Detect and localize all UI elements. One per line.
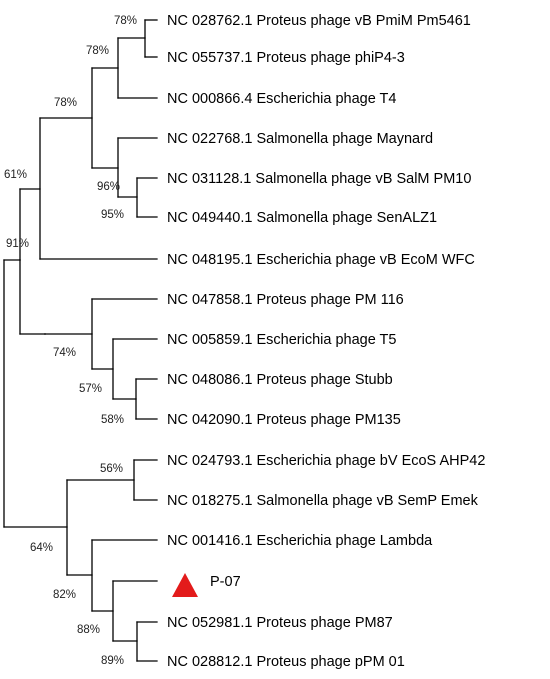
support-value: 56% xyxy=(100,463,123,475)
leaf-label-13: NC 018275.1 Salmonella phage vB SemP Eme… xyxy=(167,493,479,509)
leaf-label-11: NC 042090.1 Proteus phage PM135 xyxy=(167,412,401,428)
support-value: 88% xyxy=(77,624,100,636)
support-value: 91% xyxy=(6,238,29,250)
leaf-label-4: NC 022768.1 Salmonella phage Maynard xyxy=(167,131,433,147)
leaf-label-1: NC 028762.1 Proteus phage vB PmiM Pm5461 xyxy=(167,13,471,29)
leaf-label-10: NC 048086.1 Proteus phage Stubb xyxy=(167,372,393,388)
leaf-label-14: NC 001416.1 Escherichia phage Lambda xyxy=(167,533,433,549)
leaf-label-16: NC 052981.1 Proteus phage PM87 xyxy=(167,615,393,631)
support-value: 78% xyxy=(54,97,77,109)
leaf-label-5: NC 031128.1 Salmonella phage vB SalM PM1… xyxy=(167,171,471,187)
support-value: 64% xyxy=(30,542,53,554)
leaf-label-3: NC 000866.4 Escherichia phage T4 xyxy=(167,91,396,107)
leaf-label-7: NC 048195.1 Escherichia phage vB EcoM WF… xyxy=(167,252,475,268)
support-value: 89% xyxy=(101,655,124,667)
leaf-label-6: NC 049440.1 Salmonella phage SenALZ1 xyxy=(167,210,437,226)
leaf-label-17: NC 028812.1 Proteus phage pPM 01 xyxy=(167,654,405,670)
support-value: 57% xyxy=(79,383,102,395)
triangle-marker-icon xyxy=(172,573,198,597)
support-value: 78% xyxy=(114,15,137,27)
support-value: 82% xyxy=(53,589,76,601)
support-value: 95% xyxy=(101,209,124,221)
leaf-label-12: NC 024793.1 Escherichia phage bV EcoS AH… xyxy=(167,453,485,469)
leaf-label-2: NC 055737.1 Proteus phage phiP4-3 xyxy=(167,50,405,66)
leaf-label-8: NC 047858.1 Proteus phage PM 116 xyxy=(167,292,404,308)
support-value: 78% xyxy=(86,45,109,57)
support-value: 61% xyxy=(4,169,27,181)
leaf-label-9: NC 005859.1 Escherichia phage T5 xyxy=(167,332,396,348)
support-value: 58% xyxy=(101,414,124,426)
leaf-label-15: P-07 xyxy=(210,574,241,590)
support-value: 96% xyxy=(97,181,120,193)
support-value: 74% xyxy=(53,347,76,359)
